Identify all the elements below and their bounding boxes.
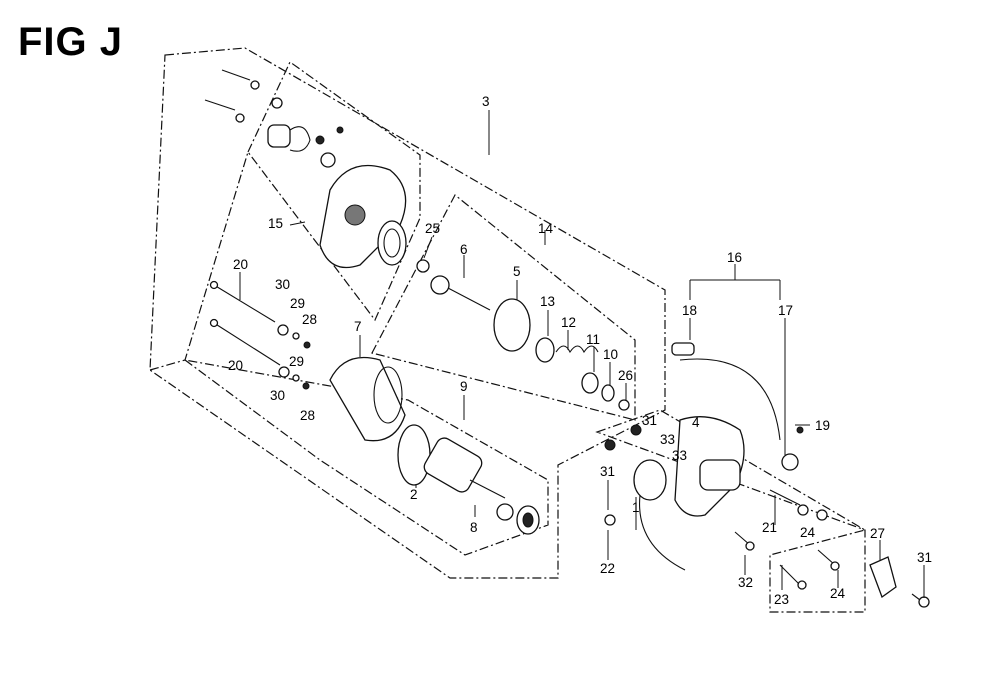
assembly-box-3	[149, 47, 666, 579]
callout-18: 18	[682, 303, 697, 318]
callout-20-bottom: 20	[228, 358, 243, 373]
callout-32-top: 24	[800, 525, 816, 540]
callout-25: 25	[425, 221, 440, 236]
figure-title: FIG J	[18, 20, 124, 64]
callout-11: 11	[586, 332, 600, 347]
clutch-assembly	[416, 259, 630, 411]
callout-26: 26	[618, 368, 633, 383]
assembly-box-15	[247, 61, 421, 322]
callout-19: 19	[815, 418, 830, 433]
callout-27: 27	[870, 526, 885, 541]
callout-labels: 3 15 25 14 6 5 13 12 11 10 26 20 30 29 2…	[228, 94, 932, 607]
callout-33-b: 33	[672, 448, 687, 463]
assembly-box-side	[149, 151, 249, 371]
callout-28-bottom: 28	[300, 408, 315, 423]
callout-1: 1	[632, 500, 640, 515]
callout-29-top: 29	[290, 296, 305, 311]
callout-9: 9	[460, 379, 468, 394]
callout-22: 22	[600, 561, 615, 576]
callout-31-right: 31	[917, 550, 932, 565]
callout-17: 17	[778, 303, 793, 318]
callout-29-bottom: 29	[289, 354, 304, 369]
callout-5: 5	[513, 264, 521, 279]
leader-lines	[239, 110, 925, 598]
callout-28-top: 28	[302, 312, 317, 327]
callout-31-top: 31	[642, 413, 657, 428]
callout-21: 21	[762, 520, 777, 535]
callout-30-bottom: 30	[270, 388, 285, 403]
starter-yoke	[329, 356, 431, 486]
callout-3: 3	[482, 94, 490, 109]
callout-23: 23	[774, 592, 789, 607]
callout-30-top: 30	[275, 277, 290, 292]
callout-31-left: 31	[600, 464, 615, 479]
assembly-box-9	[184, 359, 549, 556]
callout-14: 14	[538, 221, 554, 236]
callout-12: 12	[561, 315, 576, 330]
callout-13: 13	[540, 294, 555, 309]
callout-6: 6	[460, 242, 468, 257]
callout-24: 32	[738, 575, 753, 590]
callout-2: 2	[410, 487, 418, 502]
callout-4: 4	[692, 415, 700, 430]
callout-10: 10	[603, 347, 618, 362]
assembly-box-14	[371, 194, 636, 421]
callout-7: 7	[354, 319, 362, 334]
end-cover-assembly	[204, 69, 407, 269]
relay-housing	[604, 342, 930, 608]
callout-32-bottom: 24	[830, 586, 846, 601]
through-bolts	[209, 280, 311, 390]
callout-33-a: 33	[660, 432, 675, 447]
callout-20-top: 20	[233, 257, 248, 272]
callout-8: 8	[470, 520, 478, 535]
callout-16: 16	[727, 250, 742, 265]
armature	[423, 437, 540, 535]
callout-15: 15	[268, 216, 283, 231]
